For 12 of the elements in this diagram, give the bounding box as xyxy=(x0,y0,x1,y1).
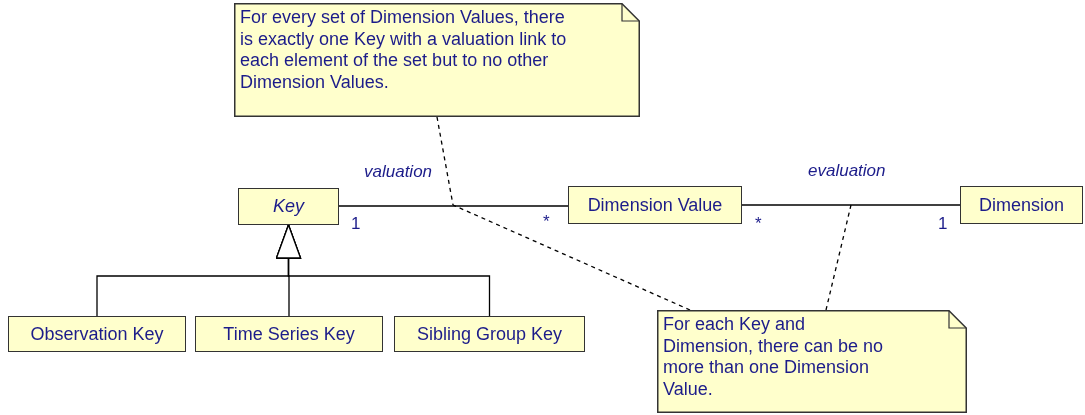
class-box: Observation Key xyxy=(8,316,186,352)
multiplicity-label: 1 xyxy=(938,214,948,234)
class-box: Time Series Key xyxy=(195,316,383,352)
class-box: Dimension Value xyxy=(568,186,742,224)
multiplicity-label: * xyxy=(755,214,762,234)
multiplicity-label: * xyxy=(543,212,550,232)
class-box: Sibling Group Key xyxy=(394,316,585,352)
class-box: Dimension xyxy=(960,186,1083,224)
note: For each Key and Dimension, there can be no more than one Dimension Value. xyxy=(657,310,967,413)
multiplicity-label: 1 xyxy=(351,214,361,234)
note: For every set of Dimension Values, there is exactly one Key with a valuation link to each element of the set but to no other Dimension Values. xyxy=(234,3,640,117)
class-box: Key xyxy=(238,188,339,225)
